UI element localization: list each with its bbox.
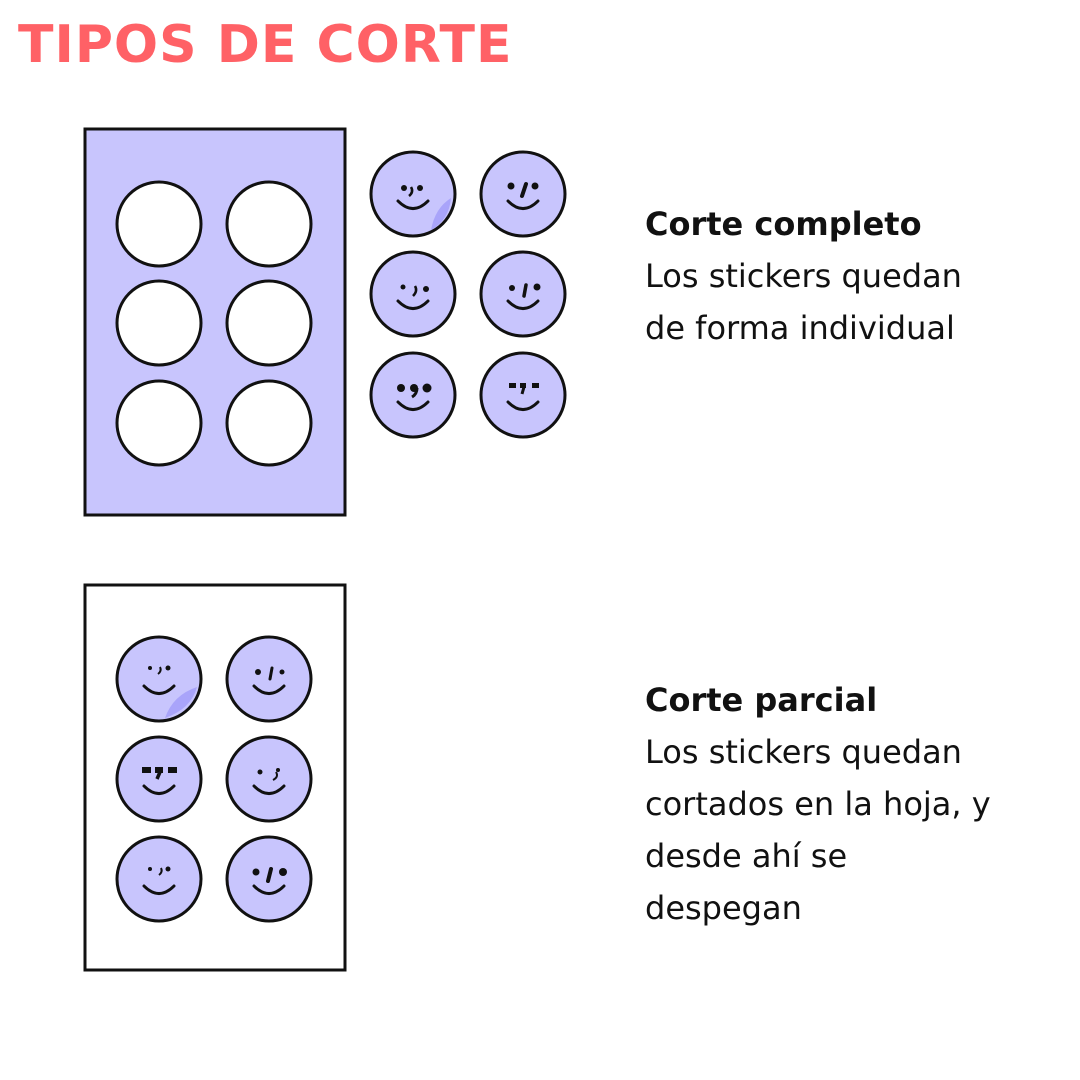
sticker-hole [115,279,203,367]
peel-corner [165,687,197,718]
smiley-sticker [115,835,203,923]
smiley-sticker [479,250,567,338]
smiley-sticker [225,735,313,823]
smiley-sticker [115,735,203,823]
smiley-sticker [115,635,203,723]
peel-corner [431,198,451,230]
smiley-sticker [225,835,313,923]
partial-cut-title: Corte parcial [645,681,878,719]
sticker-hole [225,180,313,268]
partial-cut-sheet [83,583,347,972]
page-title: TIPOS DE CORTE [18,15,513,75]
smiley-sticker [369,351,457,439]
full-cut-body: Los stickers quedan de forma individual [645,257,962,347]
full-cut-title: Corte completo [645,205,922,243]
smiley-sticker [225,635,313,723]
partial-cut-body: Los stickers quedan cortados en la hoja,… [645,733,991,927]
sticker-hole [225,279,313,367]
smiley-sticker [369,250,457,338]
sticker-hole [115,180,203,268]
sticker-hole [115,379,203,467]
full-cut-description: Corte completo Los stickers quedan de fo… [645,198,1065,354]
full-cut-stickers [369,150,567,439]
partial-cut-description: Corte parcial Los stickers quedan cortad… [645,674,1065,934]
smiley-sticker [479,150,567,238]
full-cut-sheet [83,127,347,517]
sticker-hole [225,379,313,467]
smiley-sticker [369,150,457,238]
smiley-sticker [479,351,567,439]
